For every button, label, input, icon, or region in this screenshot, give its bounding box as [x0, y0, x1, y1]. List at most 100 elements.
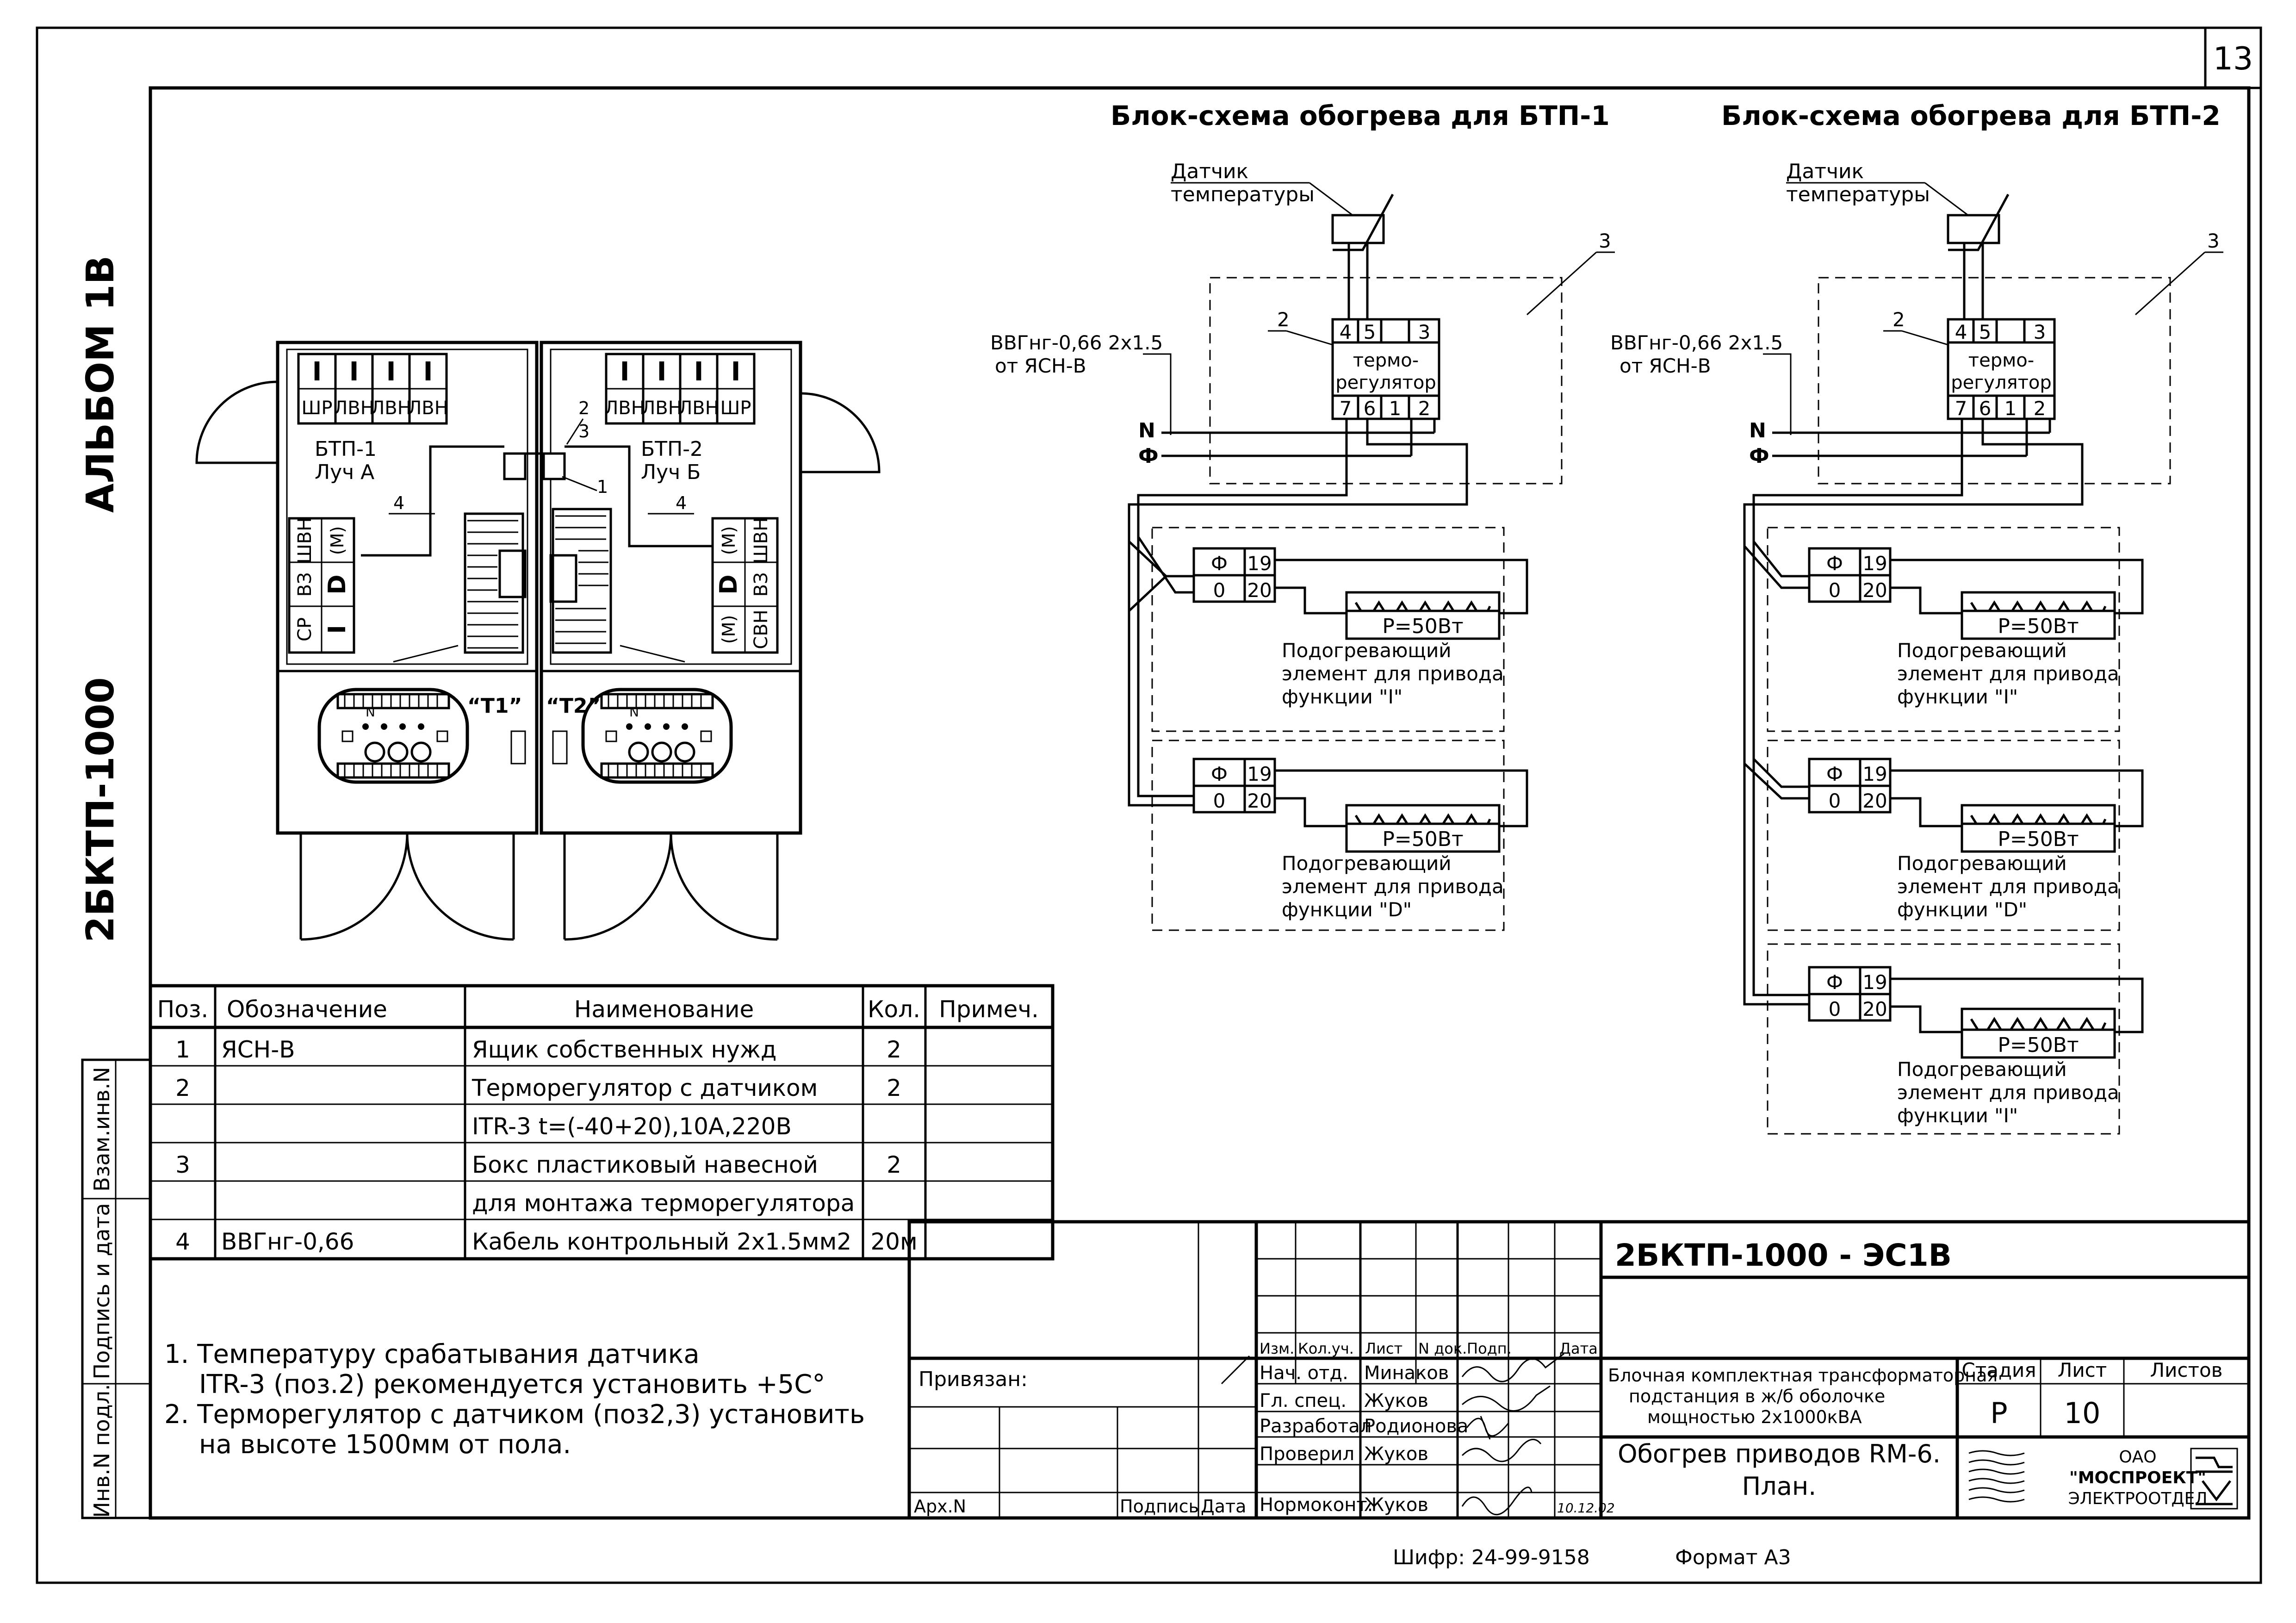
spec-table [149, 984, 1055, 1261]
btp2-rm-d: D [715, 574, 743, 594]
transformer-t1 [317, 688, 469, 784]
btp1-lv-board [464, 512, 527, 654]
org-name: ЭЛЕКТРООТДЕЛ [2068, 1489, 2208, 1508]
thermo-label: термо- [1968, 350, 2034, 371]
schematic-btp1: Блок-схема обогрева для БТП-1 Датчик тем… [990, 100, 1615, 931]
spec-cell: 4 [175, 1228, 190, 1255]
rev-header: N док. [1418, 1340, 1467, 1357]
btp2-rm-svn: СВН [751, 609, 772, 649]
spec-cell: Кабель контрольный 2х1.5мм2 [472, 1228, 851, 1255]
stamp-sign-label: Подпись и дата [89, 1203, 114, 1379]
thermoregulator-block [1947, 318, 2056, 420]
btp1-rm-sr: СР [294, 617, 316, 641]
rev-header: Лист [1365, 1340, 1402, 1357]
box-3-outline [1818, 277, 2171, 485]
btp2-ray: Луч Б [641, 460, 701, 484]
heater-power: P=50Вт [1998, 615, 2079, 638]
cable-label: ВВГнг-0,66 2х1.5 [990, 331, 1163, 354]
btp1-cell-switch: I [386, 357, 396, 387]
heater-function: функции "D" [1282, 898, 1412, 921]
thermo-terminal: 3 [2034, 321, 2046, 343]
btp2-bottom-doors [563, 833, 779, 941]
signature-scribbles [1221, 1353, 1564, 1516]
thermo-terminal: 5 [1364, 321, 1376, 343]
callout-2: 2 [578, 398, 590, 418]
btp2-cable-route [565, 445, 713, 547]
rev-header: Кол.уч. [1298, 1340, 1354, 1357]
sensor-symbol [1331, 214, 1385, 244]
thermo-terminal: 7 [1955, 397, 1967, 420]
spec-cell: ВВГнг-0,66 [221, 1228, 354, 1255]
btp2-cell-label: ЛВН [604, 398, 645, 419]
rev-header: Подп. [1467, 1340, 1512, 1357]
neutral-label: N [1749, 419, 1766, 442]
drawing-subject: План. [1742, 1472, 1817, 1501]
btp2-name: БТП-2 [641, 437, 703, 461]
spec-header-pos: Поз. [157, 996, 209, 1023]
spec-cell: Терморегулятор с датчиком [472, 1075, 818, 1101]
transformer-t1-n: N [366, 704, 375, 720]
sign-date: 10.12.02 [1557, 1500, 1615, 1516]
terminal-zero: 0 [1213, 579, 1226, 602]
terminal-block-1 [1192, 547, 1276, 603]
stage-header: Стадия [1961, 1359, 2036, 1381]
heater-label: элемент для привода [1282, 875, 1504, 898]
btp1-rm6-unit: ШВН ВЗ СР (M) D I [288, 517, 355, 654]
btp1-name: БТП-1 [315, 437, 377, 461]
spec-cell: ЯСН-В [221, 1036, 295, 1063]
terminal-zero: 0 [1213, 790, 1226, 812]
callout-3: 3 [578, 421, 590, 442]
terminal-20: 20 [1862, 579, 1887, 602]
spec-cell: 2 [887, 1036, 901, 1063]
role-label: Разработал [1260, 1416, 1371, 1437]
callout-3-schematic: 3 [2207, 230, 2220, 252]
cable-label: от ЯСН-В [1620, 354, 1711, 377]
thermo-terminal: 6 [1979, 397, 1992, 420]
btp1-cell-switch: I [312, 357, 322, 387]
btp1-rm-shvn: ШВН [294, 517, 316, 564]
project-description: мощностью 2х1000кВА [1647, 1407, 1862, 1427]
role-label: Нач. отд. [1260, 1362, 1348, 1384]
album-label: АЛЬБОМ 1В [79, 255, 123, 513]
terminal-19: 19 [1862, 552, 1887, 575]
heater-label: Подогревающий [1282, 852, 1452, 875]
spec-header-designation: Обозначение [227, 996, 387, 1023]
terminal-zero: 0 [1829, 998, 1841, 1020]
rev-header: Дата [1559, 1340, 1598, 1357]
org-name: ОАО [2119, 1448, 2156, 1467]
footer-date-label: Дата [1201, 1496, 1246, 1517]
schematic-btp2: Блок-схема обогрева для БТП-2 Датчик тем… [1610, 100, 2223, 1135]
terminal-block-2 [1192, 758, 1276, 814]
heater-power: P=50Вт [1998, 827, 2079, 851]
spec-cell: Ящик собственных нужд [472, 1036, 776, 1063]
floor-plan: I I I I ШР ЛВН ЛВН ЛВН БТП-1 Луч А I I I… [195, 341, 881, 941]
thermo-terminal: 1 [1389, 397, 1402, 420]
format-label: Формат А3 [1675, 1546, 1791, 1569]
role-label: Гл. спец. [1260, 1390, 1347, 1412]
heater-label: элемент для привода [1897, 1081, 2119, 1104]
phase-label: Ф [1138, 444, 1159, 468]
thermo-label: термо- [1353, 350, 1419, 371]
sheet-header: Лист [2058, 1359, 2107, 1381]
cable-label: от ЯСН-В [995, 354, 1086, 377]
spec-cell: Бокс пластиковый навесной [472, 1151, 818, 1178]
cable-label: ВВГнг-0,66 2х1.5 [1610, 331, 1783, 354]
btp2-rm6-unit: (M) D (M) ШВН ВЗ СВН [711, 517, 779, 654]
archive-label: Арх.N [914, 1496, 966, 1517]
signer-name: Жуков [1364, 1494, 1428, 1516]
callout-4-left: 4 [393, 493, 404, 513]
btp2-rm-shvn: ШВН [751, 517, 772, 564]
schematic-btp1-title: Блок-схема обогрева для БТП-1 [1111, 100, 1610, 131]
sensor-label: температуры [1171, 183, 1315, 206]
heater-function: функции "I" [1897, 685, 2018, 708]
role-label: Нормоконт. [1260, 1494, 1373, 1516]
note-line: 1. Температуру срабатывания датчика [164, 1339, 700, 1369]
thermo-terminal: 7 [1340, 397, 1352, 420]
btp1-cell-label: ЛВН [334, 398, 374, 419]
btp2-cell-label: ЛВН [678, 398, 719, 419]
terminal-phi: Ф [1826, 552, 1843, 575]
sensor-label: Датчик [1786, 160, 1864, 183]
page-number: 13 [2213, 41, 2253, 77]
btp2-cell-switch: I [731, 357, 741, 387]
